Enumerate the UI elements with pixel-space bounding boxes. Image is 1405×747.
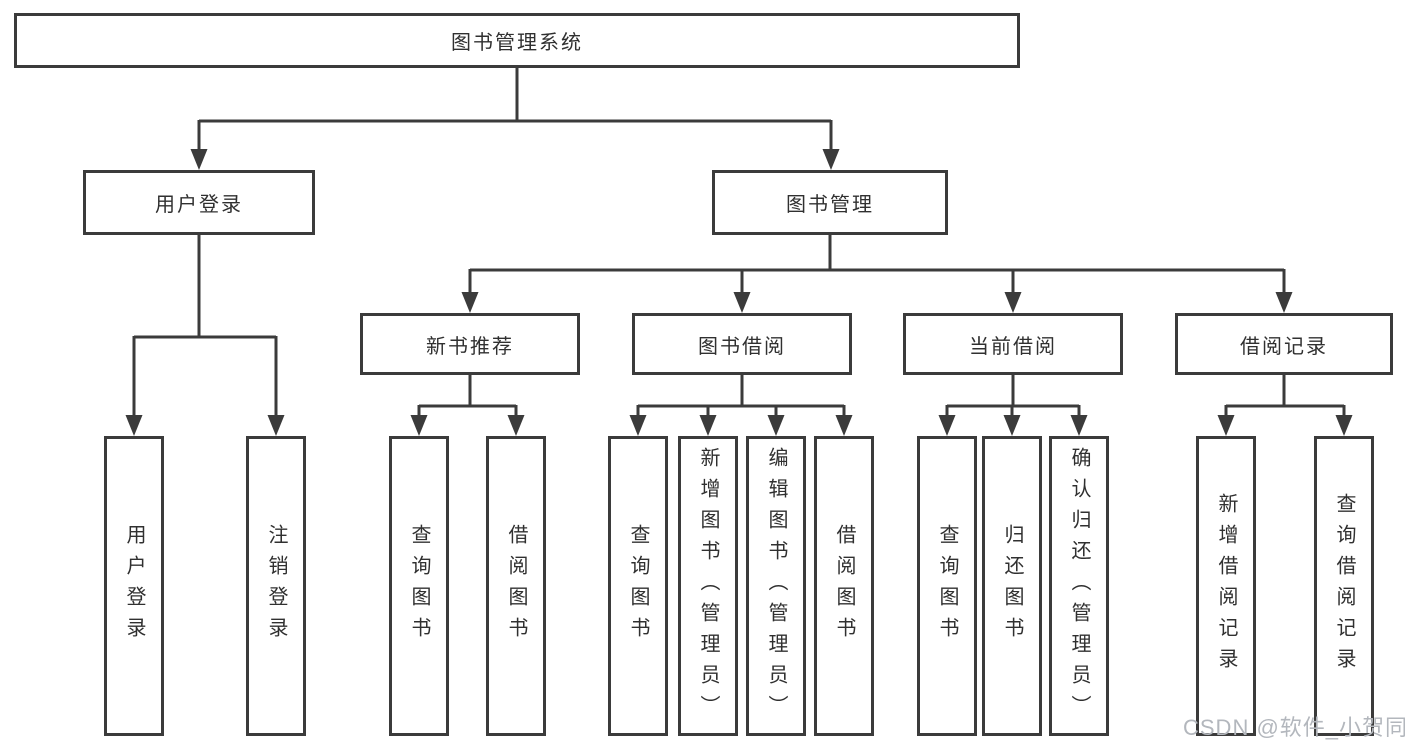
node-book-borrow: 图书借阅 (632, 313, 852, 375)
leaf-borrow-book: 借阅图书 (814, 436, 874, 736)
leaf-return-book: 归还图书 (982, 436, 1042, 736)
leaf-query-book-borrow: 查询图书 (608, 436, 668, 736)
leaf-confirm-return-admin: 确认归还（管理员） (1049, 436, 1109, 736)
arrowhead-icons (125, 149, 1353, 436)
node-user-login: 用户登录 (83, 170, 315, 235)
leaf-add-book-admin: 新增图书（管理员） (678, 436, 738, 736)
csdn-watermark: CSDN @软件_小贺同学 (1183, 715, 1405, 740)
node-book-management: 图书管理 (712, 170, 948, 235)
leaf-user-login: 用户登录 (104, 436, 164, 736)
node-current-borrow: 当前借阅 (903, 313, 1123, 375)
leaf-query-book-recommend: 查询图书 (389, 436, 449, 736)
leaf-add-borrow-record: 新增借阅记录 (1196, 436, 1256, 736)
leaf-logout: 注销登录 (246, 436, 306, 736)
leaf-query-book-current: 查询图书 (917, 436, 977, 736)
node-new-book-recommend: 新书推荐 (360, 313, 580, 375)
node-borrow-records: 借阅记录 (1175, 313, 1393, 375)
leaf-query-borrow-record: 查询借阅记录 (1314, 436, 1374, 736)
leaf-edit-book-admin: 编辑图书（管理员） (746, 436, 806, 736)
node-library-management-system: 图书管理系统 (14, 13, 1020, 68)
leaf-borrow-book-recommend: 借阅图书 (486, 436, 546, 736)
